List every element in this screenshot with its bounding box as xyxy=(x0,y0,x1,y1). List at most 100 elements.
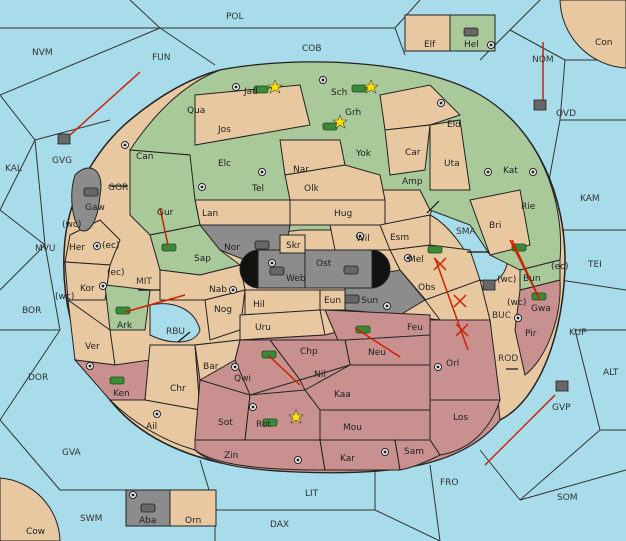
fleet-ovd xyxy=(533,99,547,111)
land-label-kaa: Kaa xyxy=(334,390,351,400)
land-gur[interactable] xyxy=(129,149,201,236)
arrow-chp xyxy=(267,354,301,386)
land-label-grh: Grh xyxy=(345,108,361,118)
land-label-nog: Nog xyxy=(214,305,232,315)
land-label-pir: Pir xyxy=(525,329,537,339)
land-label-los: Los xyxy=(453,413,468,423)
arrow-fun xyxy=(69,71,141,136)
land-label-hel: Hel xyxy=(464,40,479,50)
land-label-sun: Sun xyxy=(361,296,378,306)
sea-label-nvm: NVM xyxy=(32,48,53,58)
land-mou[interactable] xyxy=(319,409,431,441)
land-gaw[interactable] xyxy=(71,167,102,232)
land-bar[interactable] xyxy=(194,339,241,381)
land-pir[interactable] xyxy=(514,279,561,376)
land-label-rot: Rot xyxy=(256,420,271,430)
coast-label-kor-wc: (wc) xyxy=(55,292,74,302)
sea-label-cob: COB xyxy=(302,44,322,54)
sea-label-gvg: GVG xyxy=(52,156,72,166)
land-label-eun: Eun xyxy=(324,296,341,306)
coast-label-kor-ec: (ec) xyxy=(107,268,125,278)
army-chp xyxy=(261,350,277,359)
land-orn[interactable] xyxy=(169,489,217,527)
sea-label-som: SOM xyxy=(557,493,578,503)
land-label-nor: Nor xyxy=(224,243,240,253)
land-eld[interactable] xyxy=(379,84,461,131)
sea-label-kal: KAL xyxy=(5,164,22,174)
star-jad xyxy=(267,79,283,94)
star-sch xyxy=(363,79,379,94)
army-gur xyxy=(161,243,177,252)
fleet-nor xyxy=(254,240,270,250)
land-label-neu: Neu xyxy=(368,348,386,358)
land-car[interactable] xyxy=(384,124,431,176)
land-bri[interactable] xyxy=(469,189,531,256)
fleet-gaw xyxy=(83,187,99,197)
sea-label-mvu: MVU xyxy=(35,244,56,254)
star-rot xyxy=(288,409,304,424)
arrow-nab xyxy=(124,294,186,313)
land-sam[interactable] xyxy=(394,439,441,471)
star-grh xyxy=(332,114,348,129)
land-labels: Jad Sch Grh Qua Jos Can Eld Yok Car Uta … xyxy=(26,38,613,537)
land-kar[interactable] xyxy=(319,439,401,471)
cancel-marks xyxy=(433,257,469,337)
land-label-kor: Kor xyxy=(80,284,95,294)
coast-label-gwa-wc: (wc) xyxy=(507,298,526,308)
sea-label-bor: BOR xyxy=(22,306,41,316)
arrow-neu xyxy=(354,327,401,358)
sea-label-buc: BUC xyxy=(492,311,511,321)
land-label-qwi: Qwi xyxy=(234,374,251,384)
sea-label-pol: POL xyxy=(226,12,244,22)
army-rot xyxy=(262,418,278,427)
land-label-eld: Eld xyxy=(447,120,461,130)
land-uta[interactable] xyxy=(429,119,471,191)
land-label-her: Her xyxy=(69,243,85,253)
land-label-hug: Hug xyxy=(334,209,352,219)
land-esm[interactable] xyxy=(379,214,431,251)
army-ken xyxy=(109,376,125,385)
fleet-sun xyxy=(344,294,360,304)
land-label-uta: Uta xyxy=(444,159,460,169)
land-label-gaw: Gaw xyxy=(85,203,105,213)
land-label-jad: Jad xyxy=(243,87,258,97)
canal-markers xyxy=(110,185,518,370)
order-arrows xyxy=(69,42,556,466)
land-cow[interactable] xyxy=(0,477,61,541)
land-kor[interactable] xyxy=(64,261,111,301)
land-rot[interactable] xyxy=(244,389,321,441)
sea-label-nom: NOM xyxy=(532,55,554,65)
land-label-esm: Esm xyxy=(390,233,409,243)
sea-label-ovd: OVD xyxy=(556,109,576,119)
land-con[interactable] xyxy=(559,0,626,69)
fleet-aba xyxy=(140,503,156,513)
army-mel xyxy=(427,245,443,254)
land-label-ver: Ver xyxy=(85,342,100,352)
land-neu[interactable] xyxy=(344,334,431,366)
sea-label-fro: FRO xyxy=(440,478,459,488)
land-label-chp: Chp xyxy=(300,347,318,357)
land-gwa[interactable] xyxy=(519,259,561,291)
sea-label-lit: LIT xyxy=(305,489,319,499)
coast-label-bun-wc: (wc) xyxy=(497,275,516,285)
land-label-orn: Orn xyxy=(185,516,201,526)
land-olk[interactable] xyxy=(284,164,386,201)
land-label-car: Car xyxy=(405,148,421,158)
arrow-gur xyxy=(159,207,169,246)
land-label-ail: Ail xyxy=(146,422,157,432)
land-label-bri: Bri xyxy=(489,221,501,231)
land-label-ost: Ost xyxy=(316,259,332,269)
coast-labels: (wc) (ec) (ec) (wc) (wc) (ec) (wc) xyxy=(55,220,569,308)
arrow-mel xyxy=(434,257,469,351)
land-label-nil: Nil xyxy=(314,370,326,380)
land-her[interactable] xyxy=(64,219,121,266)
land-label-skr: Skr xyxy=(286,241,301,251)
sea-label-kam: KAM xyxy=(580,194,600,204)
fleet-obs xyxy=(482,279,496,291)
land-skr[interactable] xyxy=(279,234,306,254)
land-chr[interactable] xyxy=(144,344,201,411)
land-label-jos: Jos xyxy=(217,125,231,135)
coast-label-her-ec: (ec) xyxy=(102,241,120,251)
